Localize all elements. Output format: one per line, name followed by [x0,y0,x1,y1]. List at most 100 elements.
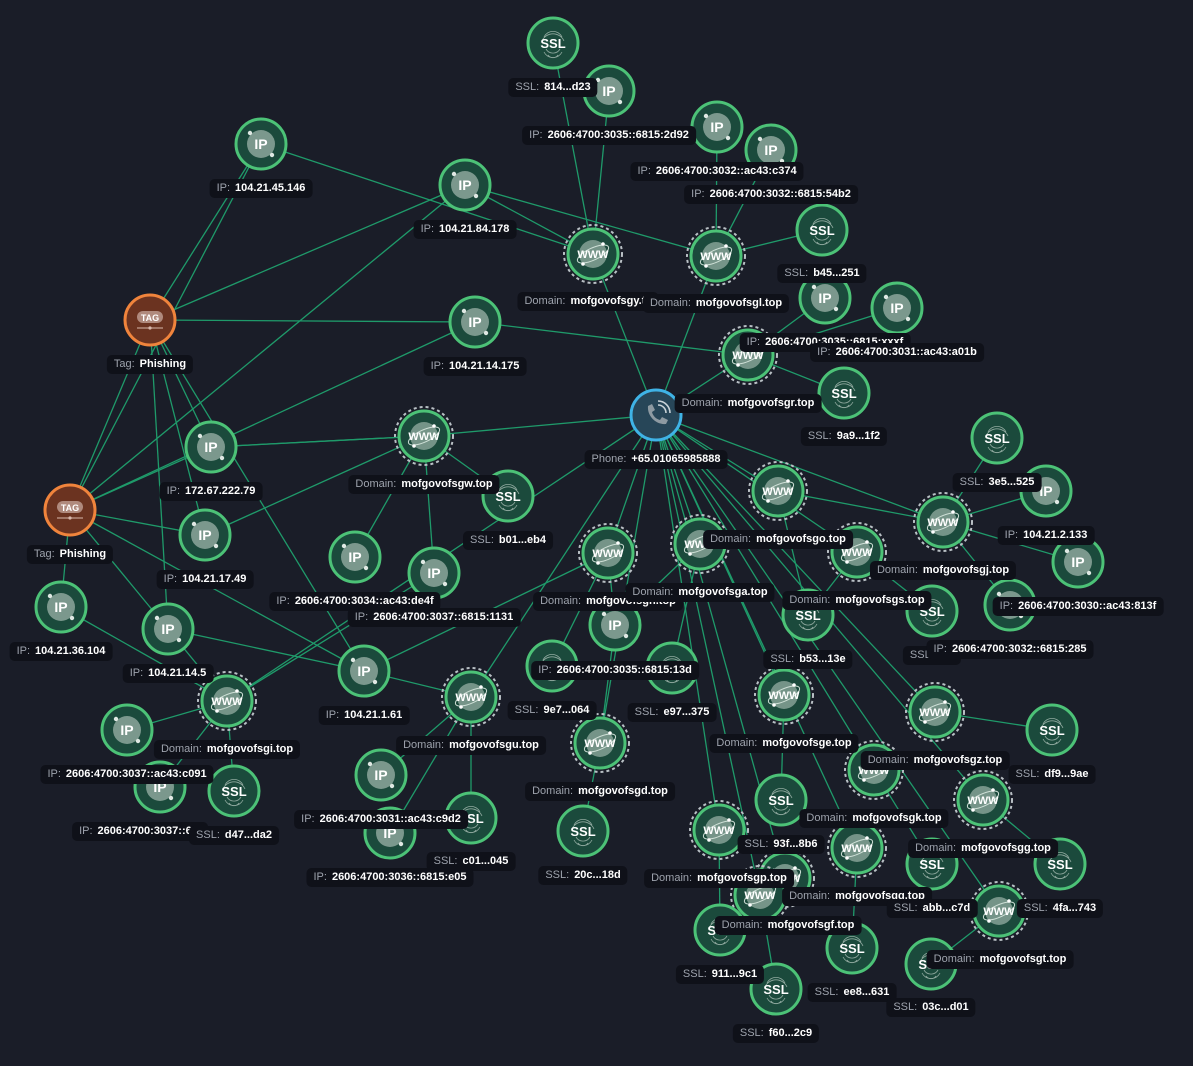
ip-label: IP:2606:4700:3032::6815:54b2 [684,185,858,204]
edge [69,184,466,511]
label-key: SSL: [893,1001,918,1013]
tag-node[interactable] [43,483,97,537]
edge [60,606,228,702]
label-value: 104.21.45.146 [235,182,306,194]
ssl-label: SSL:911...9c1 [675,965,765,984]
edge [592,253,657,416]
domain-node[interactable] [197,671,257,731]
ssl-node[interactable] [970,411,1024,465]
ssl-label: SSL:03c...d01 [886,998,976,1017]
ip-icon [1064,548,1092,576]
ip-node[interactable] [870,281,924,335]
edge [423,414,657,437]
label-key: SSL: [807,430,832,442]
domain-node[interactable] [441,667,501,727]
ip-label: IP:104.21.84.178 [413,220,517,239]
ip-label: IP:104.21.17.49 [156,570,254,589]
domain-label: Domain:mofgovofsgs.top [782,591,932,610]
tag-node[interactable] [123,293,177,347]
domain-node[interactable] [748,461,808,521]
domain-node[interactable] [905,682,965,742]
ssl-label: SSL:4fa...743 [1016,899,1104,918]
ip-node[interactable] [184,420,238,474]
label-value: d47...da2 [224,829,272,841]
phone-node[interactable] [629,388,683,442]
ip-node[interactable] [34,580,88,634]
label-value: mofgovofsgr.top [727,397,815,409]
label-value: 104.21.36.104 [35,645,106,657]
label-value: mofgovofsgu.top [449,739,539,751]
ip-label: IP:2606:4700:3034::ac43:de4f [269,592,441,611]
ssl-node[interactable] [817,366,871,420]
ip-icon [811,284,839,312]
domain-node[interactable] [689,800,749,860]
ssl-node[interactable] [556,804,610,858]
label-key: IP: [691,188,705,200]
ssl-node[interactable] [207,764,261,818]
domain-label: Domain:mofgovofsgz.top [860,751,1010,770]
ip-icon [341,543,369,571]
domain-node[interactable] [578,523,638,583]
label-key: Domain: [540,595,582,607]
label-value: 2606:4700:3032::6815:285 [951,643,1087,655]
label-key: SSL: [470,534,494,546]
label-key: Domain: [710,533,752,545]
label-key: Domain: [789,594,831,606]
edge [69,321,476,511]
domain-node[interactable] [570,713,630,773]
label-value: 2606:4700:3031::ac43:a01b [835,346,977,358]
label-key: Domain: [532,785,574,797]
domain-node[interactable] [563,224,623,284]
ip-node[interactable] [407,546,461,600]
domain-node[interactable] [394,406,454,466]
label-key: IP: [276,595,290,607]
edge [474,321,749,356]
domain-node[interactable] [686,226,746,286]
domain-node[interactable] [913,492,973,552]
ip-icon [703,113,731,141]
domain-node[interactable] [754,665,814,725]
domain-label: Domain:mofgovofsgr.top [674,394,822,413]
label-value: abb...c7d [922,902,971,914]
ip-node[interactable] [438,158,492,212]
domain-node[interactable] [953,770,1013,830]
label-key: SSL: [893,902,918,914]
label-value: mofgovofsgz.top [913,754,1003,766]
domain-label: Domain:mofgovofsgj.top [869,561,1017,580]
ip-icon [595,77,623,105]
ssl-node[interactable] [1025,703,1079,757]
edge [149,143,262,321]
ip-node[interactable] [100,703,154,757]
label-value: 104.21.84.178 [439,223,510,235]
edge [149,319,476,323]
ip-node[interactable] [234,117,288,171]
label-value: f60...2c9 [768,1027,813,1039]
ip-node[interactable] [337,644,391,698]
label-key: SSL: [784,267,809,279]
ip-label: IP:104.21.2.133 [997,526,1095,545]
ssl-node[interactable] [526,16,580,70]
label-key: Domain: [651,872,693,884]
ip-icon [883,294,911,322]
ip-node[interactable] [354,748,408,802]
label-value: 2606:4700:3037::ac43:c091 [65,768,207,780]
label-key: IP: [933,643,947,655]
label-key: IP: [163,573,178,585]
label-key: SSL: [515,81,540,93]
ip-label: IP:104.21.45.146 [209,179,313,198]
ssl-label: SSL:9e7...064 [507,701,597,720]
label-key: IP: [999,600,1014,612]
tag-label: Tag:Phishing [106,355,194,374]
ip-label: IP:2606:4700:3037::6... [72,822,208,841]
ip-node[interactable] [328,530,382,584]
ssl-node[interactable] [754,773,808,827]
label-value: mofgovofsga.top [678,586,768,598]
ip-node[interactable] [141,602,195,656]
ip-node[interactable] [178,508,232,562]
ssl-node[interactable] [795,203,849,257]
edge [149,184,466,321]
label-key: Domain: [160,743,202,755]
ip-node[interactable] [448,295,502,349]
ip-node[interactable] [690,100,744,154]
